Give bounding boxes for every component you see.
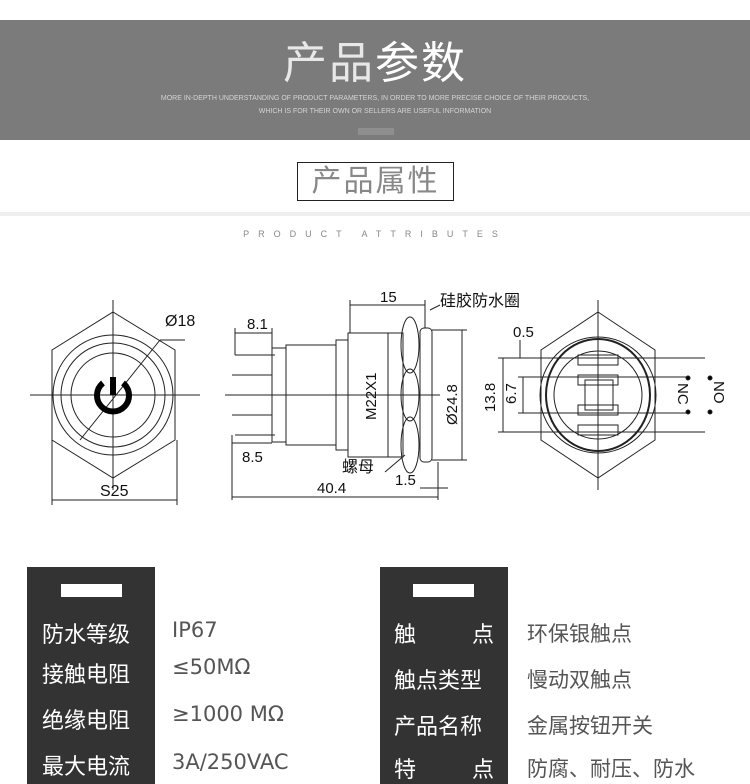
banner-accent-bar (358, 128, 394, 135)
spec-label-part: 特 (394, 758, 417, 783)
nc-label: NC (674, 383, 691, 405)
spec-label-part: 触 (394, 623, 417, 648)
dim-dia-button: Ø18 (165, 313, 195, 330)
spec-value: 金属按钮开关 (527, 714, 653, 738)
dim-span-outer: 13.8 (482, 383, 499, 412)
spec-value: 3A/250VAC (172, 750, 289, 774)
spec-label-part: 点 (471, 623, 494, 648)
spec-panel-left (27, 567, 155, 784)
spec-value: 防腐、耐压、防水 (527, 757, 695, 781)
spec-value: 慢动双触点 (527, 668, 632, 692)
panel-marker (413, 584, 474, 597)
spec-label-part: 点 (471, 758, 494, 783)
spec-value: IP67 (172, 618, 218, 642)
spec-label: 防水等级 (42, 623, 131, 648)
banner (0, 20, 750, 140)
spec-value: ≤50MΩ (172, 655, 251, 679)
banner-title: 产品参数 (283, 38, 467, 89)
dim-flange-thick: 1.5 (395, 472, 416, 489)
dim-gap: 0.5 (513, 324, 534, 341)
dim-total-length: 40.4 (317, 480, 346, 497)
side-view: 8.1 8.5 15 硅胶防水圈 M22X1 Ø24.8 螺母 1.5 40.4 (225, 289, 520, 500)
panel-marker (61, 584, 122, 597)
banner-subtitle: WHICH IS FOR THEIR OWN OR SELLERS ARE US… (258, 108, 492, 115)
spec-value: ≥1000 MΩ (172, 702, 284, 726)
dimension-drawing: Ø18 S25 8.1 8.5 15 硅胶防水圈 M22X1 Ø24.8 螺母 … (30, 289, 727, 505)
dim-dia-flange: Ø24.8 (444, 384, 461, 425)
thread-label: M22X1 (363, 372, 380, 420)
banner-subtitle: MORE IN-DEPTH UNDERSTANDING OF PRODUCT P… (160, 95, 590, 102)
spec-label: 触点 (394, 617, 494, 649)
divider (0, 212, 750, 216)
spec-label: 产品名称 (394, 715, 483, 740)
spec-label: 绝缘电阻 (42, 709, 131, 734)
no-label: NO (710, 381, 727, 404)
spec-panel-right (380, 567, 508, 784)
spec-value: 环保银触点 (527, 622, 632, 646)
front-view: Ø18 S25 (30, 300, 200, 505)
dim-pin-top: 8.1 (247, 316, 268, 333)
power-icon (94, 377, 132, 415)
section-title: 产品属性 (297, 162, 454, 201)
spec-label: 特点 (394, 752, 494, 784)
nut-label: 螺母 (342, 458, 374, 476)
dim-length-15: 15 (380, 289, 397, 306)
dim-pin-bottom: 8.5 (242, 449, 263, 466)
spec-label: 最大电流 (42, 755, 131, 780)
spec-label: 接触电阻 (42, 663, 131, 688)
dim-hex-size: S25 (100, 483, 129, 500)
seal-label: 硅胶防水圈 (440, 292, 520, 310)
rear-view: 0.5 13.8 6.7 NC NO (482, 300, 727, 490)
dim-span-inner: 6.7 (503, 383, 520, 404)
spec-label: 触点类型 (394, 669, 483, 694)
section-subtitle: PRODUCT ATTRIBUTES (243, 229, 507, 239)
